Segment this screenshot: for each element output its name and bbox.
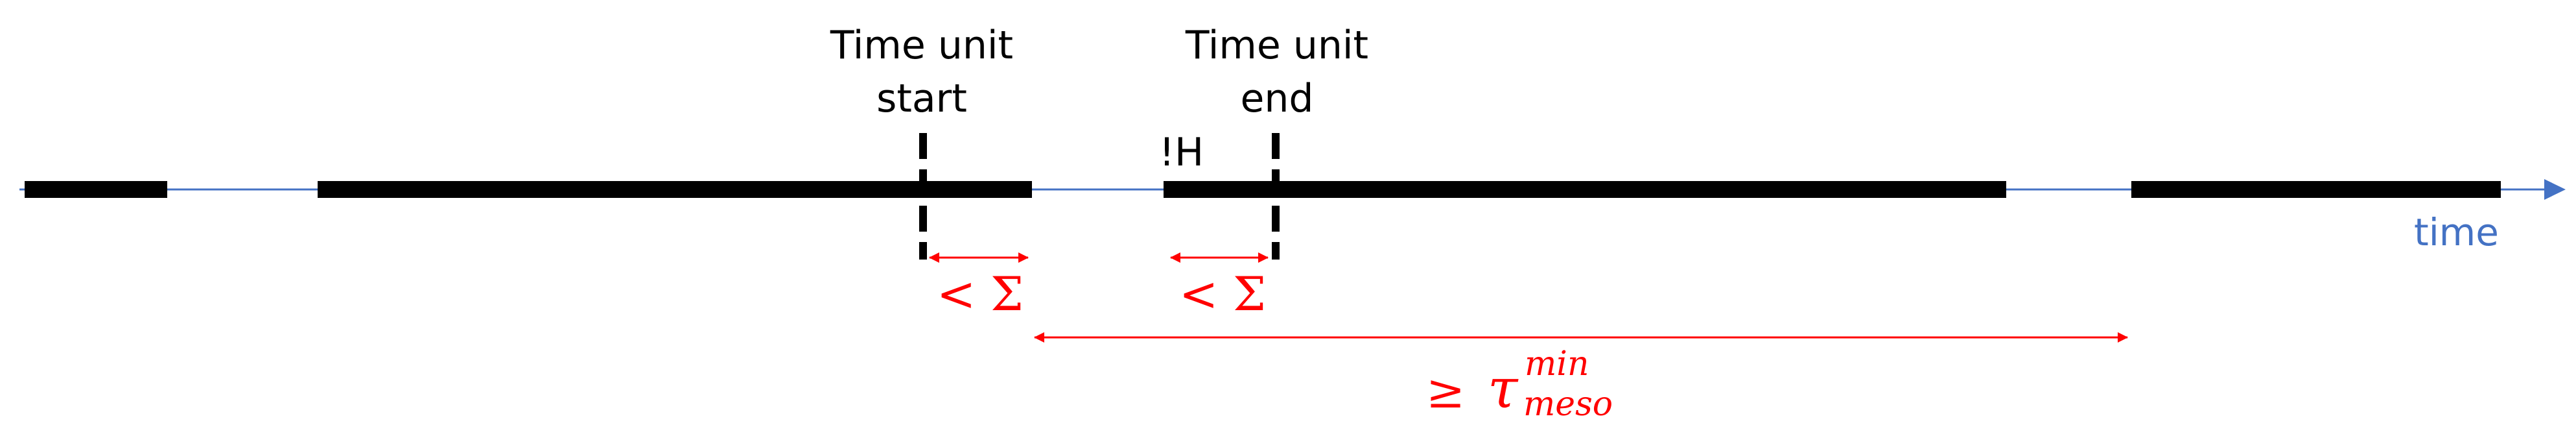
tau-subscript-meso: meso [1523,385,1613,424]
not-h-label: !H [1159,130,1204,175]
time-unit-end-label-line2: end [1240,76,1313,121]
time-axis-label: time [2414,210,2499,254]
tau-superscript-min: min [1525,345,1589,383]
geq-symbol: ≥ [1426,364,1465,419]
time-unit-start-label-line1: Time unit [830,23,1013,68]
less-sigma-label-right: < Σ [1179,267,1266,321]
time-axis-arrowhead [2544,179,2566,200]
less-sigma-label-left: < Σ [937,267,1024,321]
time-unit-start-label-line2: start [876,76,967,121]
tau-symbol: τ [1488,357,1519,420]
time-unit-end-label-line1: Time unit [1185,23,1368,68]
